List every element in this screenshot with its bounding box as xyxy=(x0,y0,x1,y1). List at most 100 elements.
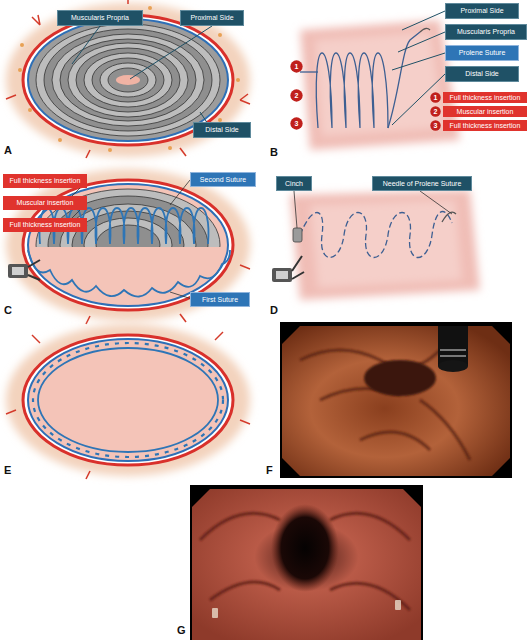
mucosal-rings xyxy=(76,48,180,112)
fat-dots xyxy=(18,68,22,72)
endoscopic-photo-g xyxy=(200,513,280,540)
cinched-suture xyxy=(300,212,452,258)
endoscope-tool xyxy=(8,260,40,280)
circle-shape xyxy=(290,117,302,129)
leader-lines xyxy=(402,11,445,30)
callout-number: 3 xyxy=(434,122,438,129)
leader-lines xyxy=(392,74,445,125)
label-text: Distal Side xyxy=(205,126,238,133)
endoscopic-photo-g xyxy=(212,608,218,618)
vessels xyxy=(6,95,16,99)
leader-lines xyxy=(398,32,445,52)
endoscopic-photo-f xyxy=(300,350,470,460)
part-label: Proximal Side xyxy=(180,10,244,26)
leader-lines xyxy=(72,26,212,124)
panel-letter: F xyxy=(266,464,273,476)
cross-section-c xyxy=(6,169,250,324)
vessels xyxy=(32,335,40,343)
label-text: Needle of Prolene Suture xyxy=(383,180,462,187)
endoscope-tool xyxy=(8,264,28,278)
vessels xyxy=(240,265,250,269)
panel-letter: D xyxy=(270,304,278,316)
endoscope-tool xyxy=(292,256,304,279)
part-label: Needle of Prolene Suture xyxy=(372,176,472,191)
fat-dots xyxy=(108,148,112,152)
prolene-suture xyxy=(316,53,388,128)
callout-circle: 2 xyxy=(290,89,303,102)
cross-section-a xyxy=(6,0,250,158)
vessels xyxy=(86,150,90,158)
vessels xyxy=(86,471,90,479)
panel-letter: C xyxy=(4,304,12,316)
label-text: Muscular insertion xyxy=(457,108,514,115)
leader-lines xyxy=(170,180,190,205)
fat-dots xyxy=(168,146,172,150)
callout-circle: 1 xyxy=(290,60,303,73)
panel-letter: G xyxy=(177,624,186,636)
endoscopic-photo-g xyxy=(330,583,410,610)
fat-dots xyxy=(148,6,152,10)
endoscopic-photo-f xyxy=(438,360,468,372)
sutures xyxy=(28,250,230,297)
part-label: Cinch xyxy=(276,176,312,191)
label-text: Cinch xyxy=(285,180,303,187)
insertion-label: Full thickness insertion xyxy=(443,120,527,131)
callout-number: 1 xyxy=(434,94,438,101)
callout-circle: 3 xyxy=(290,117,303,130)
part-label: Prolene Suture xyxy=(445,45,519,61)
vessels xyxy=(6,332,250,479)
vessels xyxy=(86,316,90,324)
label-text: Muscularis Propria xyxy=(71,14,129,21)
cross-section-e xyxy=(28,339,228,461)
leader-lines xyxy=(130,26,212,79)
part-label: Distal Side xyxy=(193,122,251,138)
part-label: Distal Side xyxy=(445,66,519,82)
insertion-label: Full thickness insertion xyxy=(3,174,87,188)
cinch xyxy=(293,228,302,242)
vessels xyxy=(240,420,250,424)
cinched-suture xyxy=(442,212,456,222)
endoscopic-photo-g xyxy=(395,600,401,610)
endoscopic-photo-g xyxy=(210,582,280,600)
part-label: Second Suture xyxy=(190,172,256,187)
endoscopic-photo-f xyxy=(282,326,510,476)
mucosal-rings xyxy=(36,24,220,136)
mucosal-rings xyxy=(96,225,160,247)
mucosal-rings xyxy=(52,34,204,126)
insertion-label: Muscular insertion xyxy=(443,106,527,117)
endoscopic-photo-g xyxy=(190,485,423,640)
panel-letter: E xyxy=(4,464,11,476)
label-text: First Suture xyxy=(202,296,238,303)
leader-lines xyxy=(420,191,452,214)
label-text: Full thickness insertion xyxy=(10,221,81,228)
endoscope-tool xyxy=(272,268,292,282)
mucosal-rings xyxy=(60,39,196,121)
prolene-suture xyxy=(420,28,430,32)
cross-section-e xyxy=(6,324,250,479)
callout-number: 2 xyxy=(434,108,438,115)
cross-section-a xyxy=(6,3,250,157)
callout-number: 3 xyxy=(295,120,299,127)
tissue-band-d xyxy=(272,190,480,300)
lumen xyxy=(116,75,140,85)
fat-dots xyxy=(58,138,62,142)
insertion-label: Full thickness insertion xyxy=(443,92,527,103)
endoscope-tool xyxy=(272,256,304,282)
vessels xyxy=(127,0,129,4)
tissue-band-d xyxy=(290,190,480,300)
callout-circle: 3 xyxy=(430,120,441,131)
leader-lines xyxy=(392,11,445,125)
endoscopic-photo-g xyxy=(271,504,339,592)
label-text: Proximal Side xyxy=(190,14,233,21)
part-label: Muscularis Propria xyxy=(445,24,527,40)
circle-shape xyxy=(290,60,302,72)
prolene-suture xyxy=(300,71,318,72)
label-text: Prolene Suture xyxy=(459,49,506,56)
vessels xyxy=(32,15,40,25)
tissue-band-b xyxy=(300,11,460,150)
label-text: Distal Side xyxy=(465,70,498,77)
callout-circle: 1 xyxy=(430,92,441,103)
endoscope-tool xyxy=(12,267,24,275)
endoscopic-photo-f xyxy=(420,400,470,460)
mucosal-rings xyxy=(68,43,188,117)
